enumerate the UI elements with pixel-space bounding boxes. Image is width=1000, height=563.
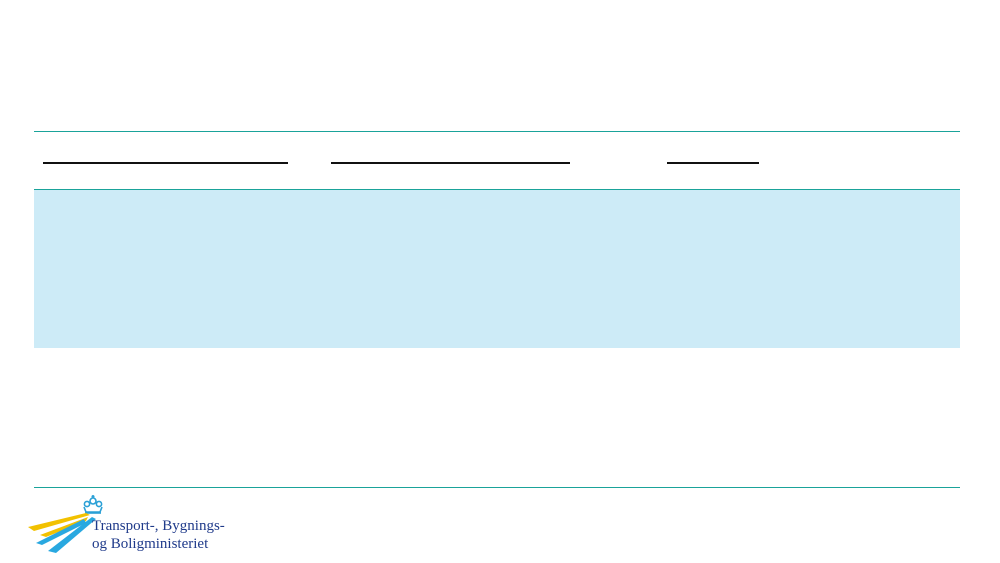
highlighted-row-band	[34, 190, 960, 348]
ministry-name-line-2: og Boligministeriet	[92, 536, 209, 552]
ministry-logo: Transport-, Bygnings- og Boligministerie…	[26, 493, 246, 557]
column-header-2-underline	[331, 162, 570, 164]
column-header-1-underline	[43, 162, 288, 164]
crown-roads-icon	[28, 495, 103, 553]
column-header-3-underline	[667, 162, 759, 164]
ministry-name: Transport-, Bygnings- og Boligministerie…	[92, 517, 225, 553]
top-divider	[34, 131, 960, 132]
header-bottom-divider	[34, 189, 960, 190]
footer-divider	[34, 487, 960, 488]
ministry-name-line-1: Transport-, Bygnings-	[92, 518, 225, 534]
